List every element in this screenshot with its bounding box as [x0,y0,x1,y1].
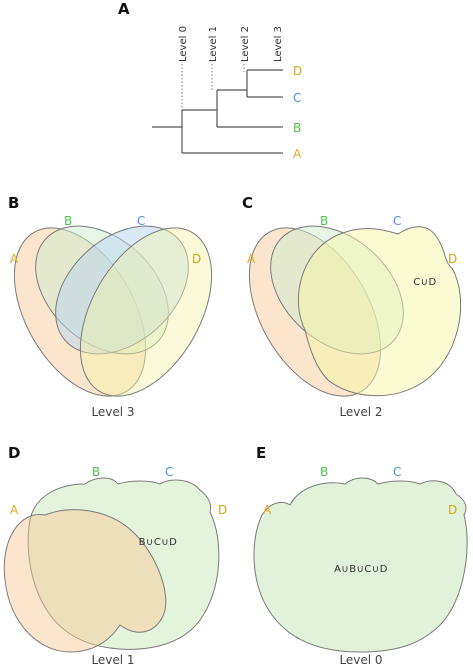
panel-a-letter: A [118,0,130,18]
set-aubucud-shape [253,477,468,653]
panel-d-letter: D [8,444,20,462]
panel-e-venn: E A B C D A∪B∪C∪D Level 0 [253,444,468,667]
panel-d-venn: D A B C D B∪C∪D Level 1 [3,444,227,667]
level-3-caption: Level 3 [91,405,134,419]
panel-a-dendrogram: A Level 0 Level 1 Level 2 Level 3 D C B … [118,0,302,161]
dendrogram-branches [152,69,283,154]
level-0-caption: Level 0 [339,653,382,667]
set-d-label: D [218,503,227,517]
set-d-label: D [192,252,201,266]
set-b-label: B [64,214,72,228]
set-a-label: A [10,252,19,266]
set-cud-shape [298,226,462,397]
union-bucud-label: B∪C∪D [139,537,178,548]
level-1-caption: Level 1 [91,653,134,667]
set-c-label: C [165,465,173,479]
level-3-label: Level 3 [273,26,284,62]
set-c-ellipse [55,225,189,355]
level-2-caption: Level 2 [339,405,382,419]
set-c-label: C [137,214,145,228]
set-c-label: C [393,214,401,228]
level-0-label: Level 0 [178,26,189,62]
set-b-label: B [92,465,100,479]
panel-b-letter: B [8,194,19,212]
set-bucud-shape [27,477,220,650]
leaf-a: A [293,147,302,161]
set-b-label: B [320,214,328,228]
level-1-label: Level 1 [208,26,219,62]
set-d-label: D [448,252,457,266]
set-a-label: A [247,252,256,266]
set-b-label: B [320,465,328,479]
panel-e-letter: E [256,444,266,462]
level-2-label: Level 2 [240,26,251,62]
set-a-shape [3,509,167,653]
panel-b-venn: B A B C D Level 3 [8,194,213,419]
panel-c-letter: C [242,194,253,212]
set-a-label: A [10,503,19,517]
set-d-ellipse [79,227,213,397]
set-c-label: C [393,465,401,479]
leaf-c: C [293,91,301,105]
union-aubucud-label: A∪B∪C∪D [334,564,388,575]
leaf-b: B [293,121,301,135]
leaf-d: D [293,64,302,78]
union-cud-label: C∪D [413,277,437,288]
set-d-label: D [448,503,457,517]
panel-c-venn: C A B C D C∪D Level 2 [242,194,462,419]
set-a-label: A [263,503,272,517]
